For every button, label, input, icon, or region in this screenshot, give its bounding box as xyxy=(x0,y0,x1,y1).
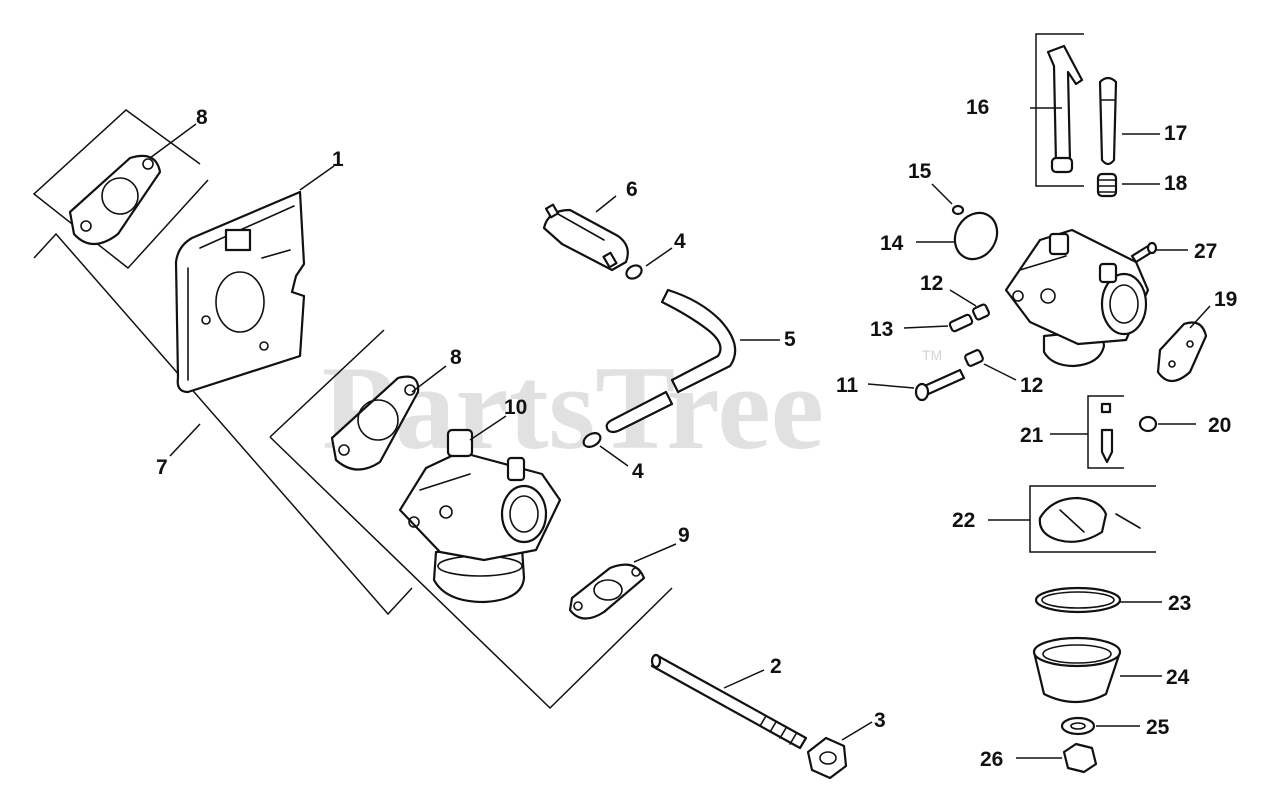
callout-2: 2 xyxy=(770,655,782,678)
callout-22: 22 xyxy=(952,509,975,532)
callout-14: 14 xyxy=(880,232,904,255)
callout-3: 3 xyxy=(874,709,886,732)
callout-8-lower: 8 xyxy=(450,346,462,369)
fuel-line-5 xyxy=(605,288,737,434)
kit-bracket-8-upper xyxy=(32,109,209,270)
callout-5: 5 xyxy=(784,328,796,351)
screw-27 xyxy=(1130,241,1158,264)
callout-1: 1 xyxy=(332,148,344,171)
callout-4-upper: 4 xyxy=(674,230,686,253)
callout-12-upper: 12 xyxy=(920,272,943,295)
callouts: 1 2 3 4 4 5 6 7 8 8 9 10 11 12 12 13 14 … xyxy=(156,96,1237,771)
callout-27: 27 xyxy=(1194,240,1217,263)
watermark-tm: TM xyxy=(922,347,942,363)
callout-15: 15 xyxy=(908,160,932,183)
kit-box-21 xyxy=(1087,395,1124,469)
kit-bracket-7 xyxy=(33,232,673,710)
spring-12-lower xyxy=(964,349,984,367)
callout-6: 6 xyxy=(626,178,638,201)
washer-25 xyxy=(1060,716,1096,736)
bowl-nut-26 xyxy=(1062,742,1098,774)
callout-7: 7 xyxy=(156,456,168,479)
spring-12-upper xyxy=(972,303,990,321)
bolt-2 xyxy=(650,653,808,750)
screw-15 xyxy=(951,204,965,216)
part-18 xyxy=(1096,172,1118,198)
kit-box-22 xyxy=(1029,485,1156,553)
plate-14 xyxy=(953,211,999,261)
carburetor-10 xyxy=(398,428,562,604)
fuel-filter-6 xyxy=(542,203,629,272)
callout-18: 18 xyxy=(1164,172,1188,195)
gasket-9 xyxy=(568,563,646,620)
screw-11 xyxy=(914,368,966,402)
callout-26: 26 xyxy=(980,748,1003,771)
callout-25: 25 xyxy=(1146,716,1170,739)
float-22 xyxy=(1038,496,1141,543)
callout-8-upper: 8 xyxy=(196,106,208,129)
callout-11: 11 xyxy=(836,374,859,397)
leader-lines xyxy=(149,107,1211,759)
clamp-4-upper xyxy=(625,264,643,280)
callout-19: 19 xyxy=(1214,288,1237,311)
clamp-4-lower xyxy=(582,432,602,448)
callout-23: 23 xyxy=(1168,592,1191,615)
nut-3 xyxy=(806,736,848,780)
oring-23 xyxy=(1034,586,1122,614)
carburetor-body-right xyxy=(1004,228,1150,368)
kit-box-16 xyxy=(1035,33,1084,187)
part-16 xyxy=(1046,44,1084,174)
plate-19 xyxy=(1156,321,1208,383)
callout-4-lower: 4 xyxy=(632,460,644,483)
seat-20 xyxy=(1138,415,1158,433)
callout-24: 24 xyxy=(1166,666,1190,689)
gasket-8-lower xyxy=(330,375,420,471)
callout-17: 17 xyxy=(1164,122,1187,145)
callout-13: 13 xyxy=(870,318,893,341)
needle-valve-21 xyxy=(1100,402,1114,464)
callout-16: 16 xyxy=(966,96,989,119)
part-17 xyxy=(1098,76,1118,166)
callout-10: 10 xyxy=(504,396,527,419)
adapter-plate-1 xyxy=(174,190,306,394)
callout-20: 20 xyxy=(1208,414,1231,437)
callout-9: 9 xyxy=(678,524,690,547)
float-bowl-24 xyxy=(1032,636,1122,704)
screw-13 xyxy=(948,313,974,333)
gasket-8-upper xyxy=(68,154,162,246)
callout-12-lower: 12 xyxy=(1020,374,1043,397)
callout-21: 21 xyxy=(1020,424,1044,447)
